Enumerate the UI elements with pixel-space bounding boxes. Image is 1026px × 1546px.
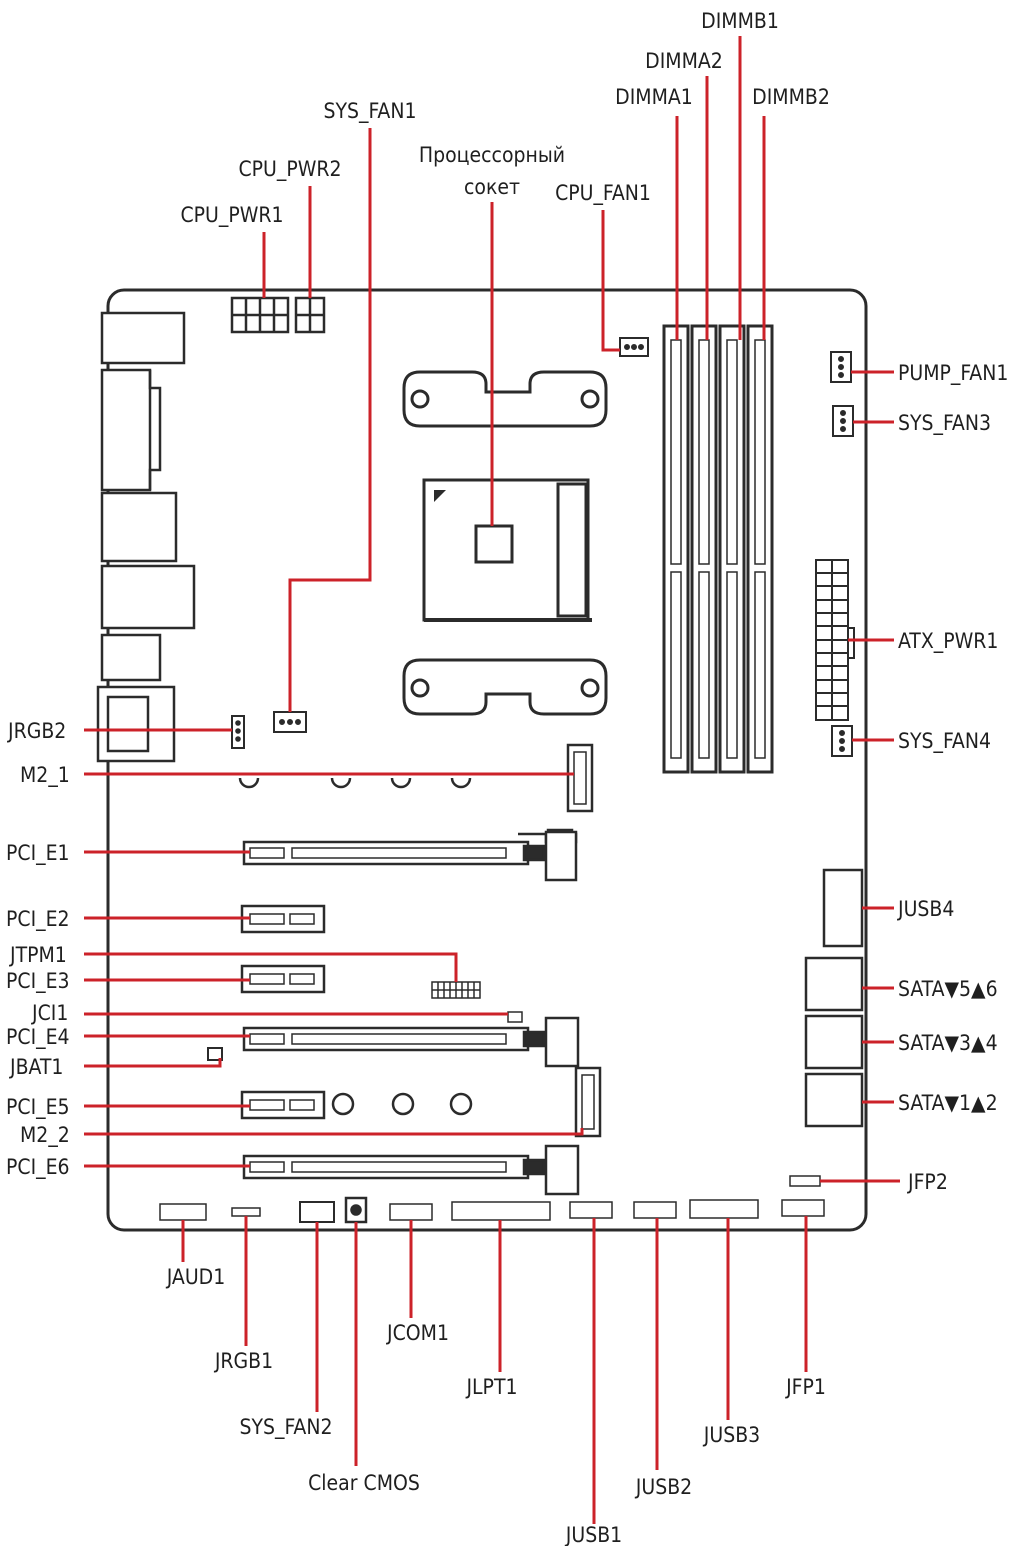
m2-standoffs-bottom <box>331 1092 473 1116</box>
label-sys-fan2: SYS_FAN2 <box>240 1415 333 1440</box>
cpu-pwr1-connector <box>230 296 290 334</box>
sys-fan4-header <box>831 725 853 757</box>
pci-e5-slot <box>240 1090 326 1120</box>
label-jusb4: JUSB4 <box>897 897 954 921</box>
label-jfp1: JFP1 <box>785 1375 826 1399</box>
jusb2-header <box>633 1201 677 1219</box>
leader-jtpm1 <box>84 952 458 982</box>
sys-fan3-header <box>832 405 854 437</box>
label-jusb2: JUSB2 <box>635 1475 692 1499</box>
label-clear-cmos: Clear CMOS <box>308 1471 420 1495</box>
label-sata34: SATA▼3▲4 <box>898 1031 998 1055</box>
jusb3-header <box>689 1199 759 1219</box>
label-cpu-pwr2: CPU_PWR2 <box>238 157 341 182</box>
label-m2-1: M2_1 <box>20 763 70 788</box>
label-jusb1: JUSB1 <box>565 1523 622 1546</box>
label-dimmb1: DIMMB1 <box>701 9 779 33</box>
label-jlpt1: JLPT1 <box>465 1375 517 1399</box>
label-m2-2: M2_2 <box>20 1123 70 1148</box>
label-cpu-pwr1: CPU_PWR1 <box>180 203 283 228</box>
leader-sys-fan1 <box>288 128 372 712</box>
jtpm1-header <box>431 981 481 999</box>
jfp1-header <box>781 1199 825 1217</box>
m2-2-slot <box>574 1066 602 1138</box>
labels: DIMMB1 DIMMA2 DIMMA1 DIMMB2 SYS_FAN1 Про… <box>6 9 1008 1546</box>
atx-pwr1-connector <box>815 559 855 721</box>
cpu-fan1-header <box>619 337 649 357</box>
label-sys-fan3: SYS_FAN3 <box>898 411 991 436</box>
jfp2-header <box>789 1175 821 1187</box>
label-pump-fan1: PUMP_FAN1 <box>898 361 1008 386</box>
label-jusb3: JUSB3 <box>703 1423 760 1447</box>
pci-e6-slot <box>242 1144 580 1196</box>
label-dimmb2: DIMMB2 <box>752 85 830 109</box>
pci-e4-slot <box>242 1016 580 1068</box>
cpu-bracket-bottom <box>402 658 608 716</box>
jci1-header <box>507 1011 523 1023</box>
jrgb2-header <box>231 715 245 749</box>
sys-fan1-header <box>273 711 307 733</box>
cpu-pwr2-connector <box>294 296 326 334</box>
label-pci-e4: PCI_E4 <box>6 1025 70 1050</box>
label-jaud1: JAUD1 <box>166 1265 226 1289</box>
pci-e3-slot <box>240 964 326 994</box>
label-jfp2: JFP2 <box>907 1170 948 1194</box>
label-pci-e6: PCI_E6 <box>6 1155 70 1180</box>
m2-1-slot <box>566 743 594 813</box>
cpu-bracket-top <box>402 370 608 428</box>
pci-e2-slot <box>240 904 326 934</box>
leader-lines <box>84 36 900 1524</box>
rear-io-panel <box>96 311 196 763</box>
label-jrgb1: JRGB1 <box>214 1349 273 1373</box>
sys-fan2-header <box>299 1201 335 1223</box>
label-jtpm1: JTPM1 <box>9 943 67 967</box>
label-jcom1: JCOM1 <box>386 1321 449 1345</box>
label-dimma2: DIMMA2 <box>645 49 723 73</box>
label-sata12: SATA▼1▲2 <box>898 1091 998 1115</box>
motherboard-board <box>96 288 868 1232</box>
jbat1-jumper <box>207 1047 223 1061</box>
pump-fan1-header <box>830 351 852 383</box>
leader-cpu-fan1 <box>601 210 620 352</box>
label-sys-fan4: SYS_FAN4 <box>898 729 991 754</box>
label-jci1: JCI1 <box>31 1001 68 1025</box>
label-cpu-socket-line2: сокет <box>464 175 520 199</box>
leader-jbat1 <box>84 1058 222 1068</box>
pci-e1-slot <box>242 828 578 882</box>
dimm-slots <box>662 324 774 774</box>
label-sata56: SATA▼5▲6 <box>898 977 998 1001</box>
leader-m2-2 <box>84 1128 584 1136</box>
label-pci-e2: PCI_E2 <box>6 907 70 932</box>
label-cpu-fan1: CPU_FAN1 <box>555 181 651 206</box>
label-atx-pwr1: ATX_PWR1 <box>898 629 998 654</box>
label-jbat1: JBAT1 <box>9 1055 63 1079</box>
label-jrgb2: JRGB2 <box>7 719 66 743</box>
cpu-socket <box>422 478 592 622</box>
sata-connectors <box>804 956 864 1128</box>
jaud1-header <box>159 1203 207 1221</box>
label-pci-e5: PCI_E5 <box>6 1095 70 1120</box>
label-cpu-socket-line1: Процессорный <box>419 143 565 167</box>
m2-standoffs-top <box>238 777 472 789</box>
jusb4-connector <box>822 868 864 948</box>
label-dimma1: DIMMA1 <box>615 85 693 109</box>
jusb1-header <box>569 1201 613 1219</box>
label-pci-e1: PCI_E1 <box>6 841 70 866</box>
label-pci-e3: PCI_E3 <box>6 969 70 994</box>
jcom1-header <box>389 1203 433 1221</box>
jlpt1-header <box>451 1201 551 1221</box>
jrgb1-header <box>231 1207 261 1217</box>
label-sys-fan1: SYS_FAN1 <box>324 99 417 124</box>
